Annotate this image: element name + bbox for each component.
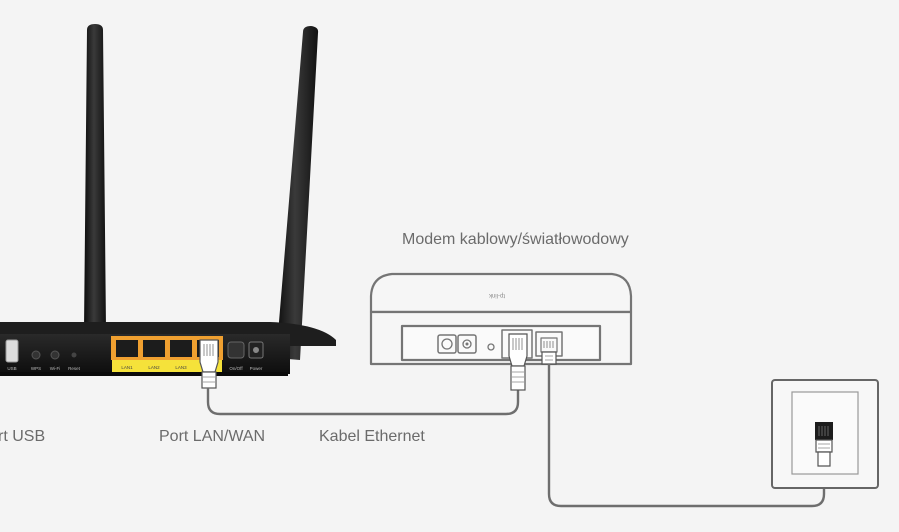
wall-jack (815, 422, 833, 440)
modem (369, 272, 633, 366)
power-button (227, 341, 245, 359)
lan-port-3 (170, 340, 192, 357)
modem-line-plug (541, 351, 557, 365)
port-label-lan3: LAN3 (175, 365, 187, 370)
port-label-lan2: LAN2 (148, 365, 160, 370)
router-ethernet-plug (199, 339, 219, 389)
modem-power-button (437, 334, 457, 354)
port-label-wifi: Wi-Fi (50, 366, 61, 371)
right-antenna (276, 26, 319, 360)
modem-reset-hole (487, 343, 495, 351)
reset-button (71, 352, 77, 358)
line-cable (547, 364, 826, 508)
wall-plug (815, 439, 833, 467)
port-label-power: Power (250, 366, 263, 371)
port-label-wps: WPS (31, 366, 41, 371)
router-port-labels: USB WPS Wi-Fi Reset LAN1 LAN2 LAN3 On/Of… (7, 365, 263, 371)
usb-port (5, 339, 19, 363)
modem-dc-jack (457, 334, 477, 354)
lan-wan-port-label: Port LAN/WAN (159, 428, 266, 445)
ethernet-cable-label: Kabel Ethernet (319, 428, 425, 445)
modem-ethernet-plug (508, 333, 528, 391)
modem-back-panel (400, 324, 602, 362)
router: USB WPS Wi-Fi Reset LAN1 LAN2 LAN3 On/Of… (0, 24, 336, 389)
wps-button (31, 350, 41, 360)
port-label-onoff: On/Off (229, 366, 243, 371)
left-antenna (84, 24, 106, 330)
lan-port-2 (143, 340, 165, 357)
usb-port-label: rt USB (0, 428, 46, 445)
ethernet-cable (206, 388, 520, 416)
port-label-reset: Reset (68, 366, 81, 371)
wall-socket (771, 379, 879, 489)
wifi-button (50, 350, 60, 360)
port-label-lan1: LAN1 (121, 365, 133, 370)
lan-port-1 (116, 340, 138, 357)
modem-label: Modem kablowy/światłowodowy (402, 231, 629, 248)
modem-brand-logo: tp-link (488, 292, 505, 298)
port-label-usb: USB (7, 366, 16, 371)
